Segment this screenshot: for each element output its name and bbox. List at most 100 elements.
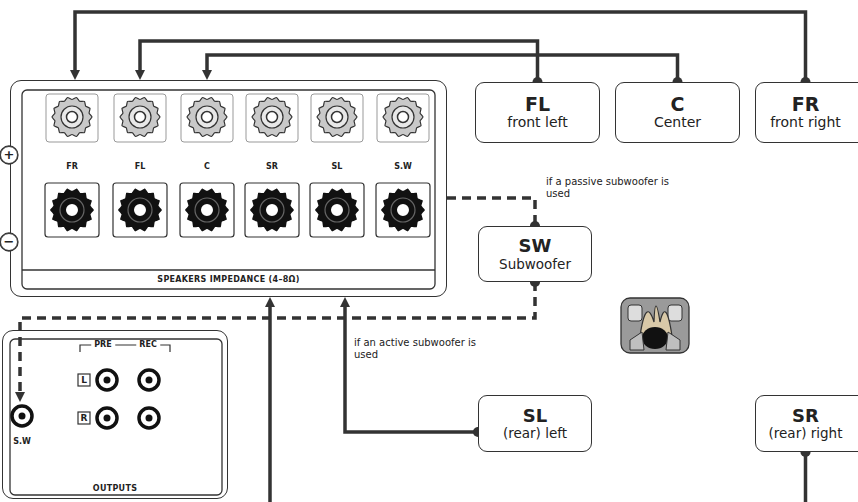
speaker-box: FLfront left	[475, 82, 600, 143]
speaker-terminal	[61, 106, 83, 128]
speaker-code: SR	[792, 406, 819, 426]
speaker-code: FR	[792, 94, 820, 115]
speaker-terminal	[245, 183, 299, 237]
speaker-terminal	[396, 203, 410, 217]
speaker-terminal	[392, 106, 414, 128]
terminal-label: SR	[266, 163, 278, 171]
speaker-terminal	[50, 189, 94, 232]
panel-caption: SPEAKERS IMPEDANCE (4–8Ω)	[22, 270, 435, 289]
speaker-name: front left	[507, 115, 567, 131]
subwoofer-box: SWSubwoofer	[478, 226, 592, 282]
speaker-name: front right	[770, 115, 841, 131]
speaker-terminal	[45, 94, 430, 237]
output-jack-frame	[78, 374, 90, 386]
rca-jack	[139, 370, 159, 390]
speaker-terminal	[135, 112, 146, 123]
speaker-code: FL	[525, 94, 550, 115]
listener-icon	[668, 305, 682, 321]
listener-icon	[621, 298, 689, 353]
speaker-terminal	[202, 112, 213, 123]
speaker-terminal	[113, 183, 167, 237]
output-jack-frame	[78, 412, 90, 424]
polarity-symbol: +	[0, 146, 18, 164]
speaker-terminal-panel: SPEAKERS IMPEDANCE (4–8Ω)	[10, 80, 447, 297]
speaker-terminal	[200, 203, 214, 217]
speaker-terminal	[65, 203, 79, 217]
speaker-terminal	[246, 94, 298, 142]
speaker-terminal	[260, 198, 284, 222]
dashed-speaker-wire	[447, 198, 535, 226]
listener-icon	[642, 327, 668, 349]
output-jack-frame	[10, 339, 222, 495]
channel-label: R	[81, 414, 88, 423]
speaker-terminal-frame	[0, 146, 18, 164]
speaker-name: (rear) right	[769, 426, 843, 441]
speaker-terminal	[317, 97, 357, 136]
rca-jack	[12, 406, 32, 426]
speaker-terminal	[133, 203, 147, 217]
rca-jack	[139, 408, 159, 428]
speaker-terminal	[60, 198, 84, 222]
speaker-terminal	[391, 198, 415, 222]
speaker-box: SR(rear) right	[755, 395, 858, 452]
speaker-name: Center	[654, 115, 701, 131]
speaker-box: SL(rear) left	[478, 395, 592, 452]
speaker-terminal-frame	[0, 90, 435, 289]
speaker-wire	[207, 55, 678, 82]
channel-label: L	[81, 376, 87, 385]
dashed-speaker-wire	[20, 282, 535, 394]
speaker-code: SL	[523, 406, 547, 426]
speaker-code: SW	[519, 236, 552, 256]
terminal-label: FL	[135, 163, 146, 171]
speaker-terminal	[185, 189, 229, 232]
speaker-terminal	[252, 97, 292, 136]
speaker-name: Subwoofer	[499, 257, 571, 272]
listener-icon	[630, 332, 644, 350]
speaker-terminal	[67, 112, 78, 123]
rca-jack	[12, 370, 159, 428]
speaker-terminal	[196, 106, 218, 128]
speaker-terminal	[311, 94, 363, 142]
rca-jack	[146, 415, 153, 422]
speaker-terminal	[261, 106, 283, 128]
terminal-label: SL	[332, 163, 343, 171]
speaker-terminal	[383, 97, 423, 136]
speaker-terminal	[180, 183, 234, 237]
speaker-code: C	[671, 94, 685, 115]
terminal-label: FR	[66, 163, 78, 171]
speaker-terminal	[181, 94, 233, 142]
terminal-label: S.W	[394, 163, 412, 171]
output-panel: OUTPUTS	[2, 330, 228, 499]
speaker-wire	[345, 305, 478, 432]
edge-note: if an active subwoofer is used	[354, 337, 494, 360]
speaker-terminal	[326, 106, 348, 128]
speaker-terminal	[52, 97, 92, 136]
speaker-wire	[270, 305, 806, 502]
speaker-terminal	[377, 94, 429, 142]
rca-jack	[146, 377, 153, 384]
speaker-terminal	[330, 203, 344, 217]
speaker-terminal	[250, 189, 294, 232]
speaker-terminal	[265, 203, 279, 217]
listener-icon	[628, 305, 642, 321]
speaker-terminal	[376, 183, 430, 237]
speaker-terminal	[195, 198, 219, 222]
speaker-terminal	[120, 97, 160, 136]
speaker-terminal	[267, 112, 278, 123]
listener-icon	[666, 332, 680, 350]
rca-jack	[97, 370, 117, 390]
speaker-terminal-frame	[0, 233, 18, 251]
terminal-label: C	[204, 163, 210, 171]
listener-icon	[621, 298, 689, 353]
polarity-symbol: −	[0, 233, 18, 251]
panel-caption: OUTPUTS	[11, 483, 219, 495]
rca-jack	[104, 377, 111, 384]
output-jack-frame	[10, 339, 222, 495]
rca-jack	[19, 413, 26, 420]
speaker-terminal	[45, 183, 99, 237]
speaker-terminal	[128, 198, 152, 222]
output-label: REC	[136, 341, 160, 349]
